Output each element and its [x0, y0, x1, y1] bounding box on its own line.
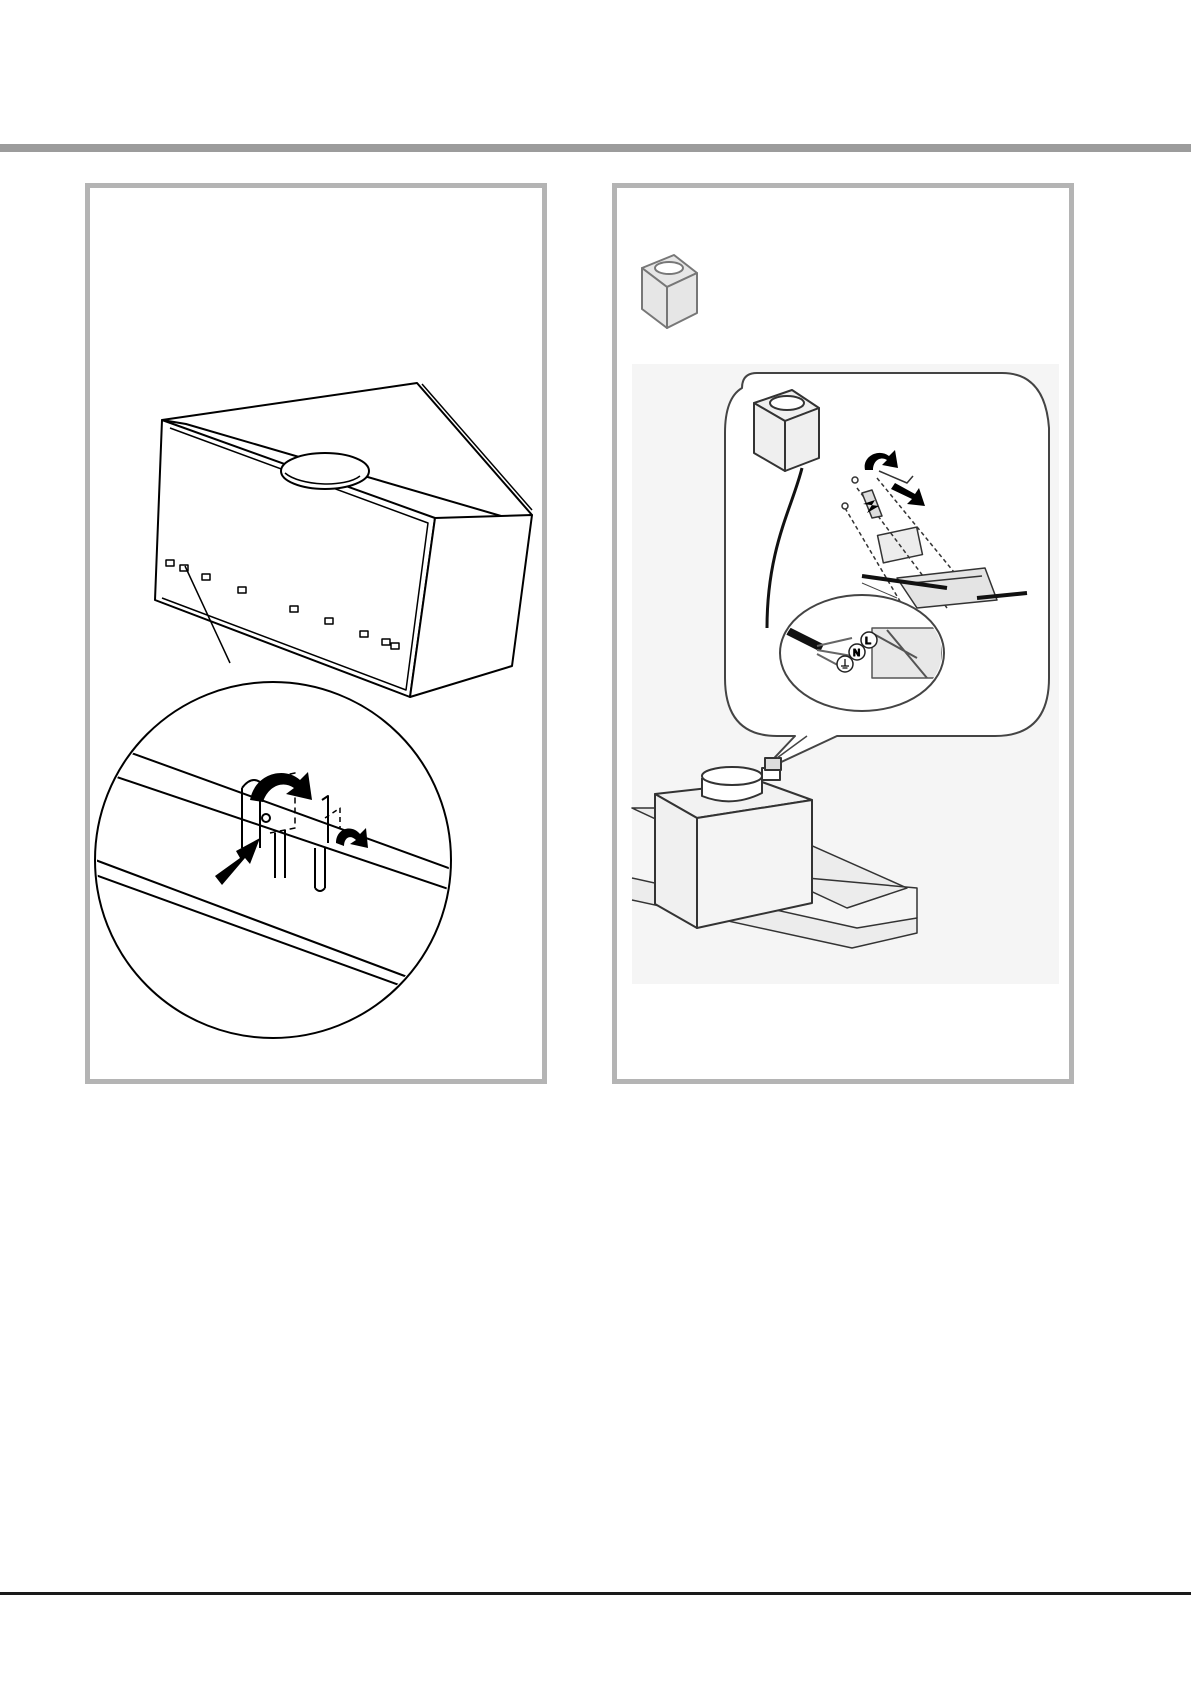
terminal-label-n: N [853, 648, 860, 659]
figure-panel-left [85, 183, 547, 1084]
hood-fixing-diagram [90, 188, 542, 1079]
motor-wiring-diagram: L N [617, 188, 1069, 1079]
junction-box-icon [765, 758, 781, 770]
terminal-zoom-circle: L N [780, 595, 944, 711]
motor-box-symbol-icon [642, 255, 697, 328]
figure-panel-right: L N [612, 183, 1074, 1084]
hood-body-icon [155, 383, 532, 697]
footer-rule [0, 1592, 1191, 1595]
terminal-label-l: L [865, 636, 871, 647]
header-rule [0, 144, 1191, 152]
magnifier-circle-icon [95, 682, 451, 1038]
